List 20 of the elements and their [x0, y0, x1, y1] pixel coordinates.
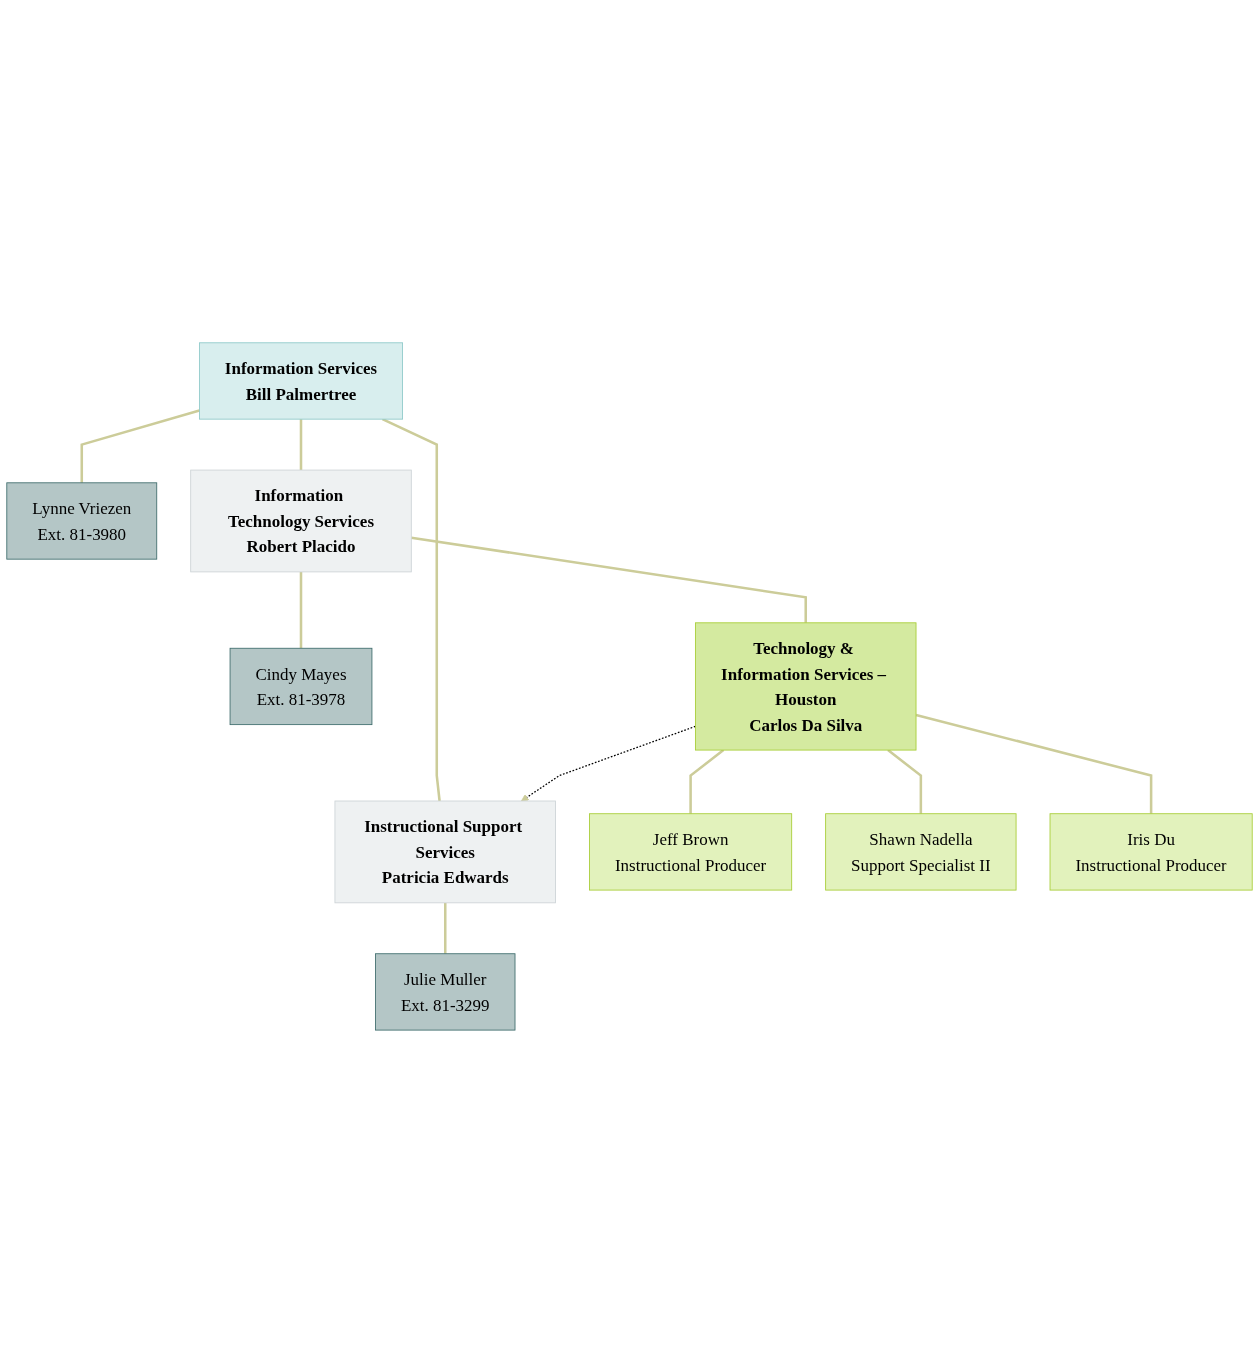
- connector: [299, 571, 303, 648]
- connector: [299, 418, 303, 470]
- connector: [411, 535, 807, 623]
- node-box: Iris Du Instructional Producer: [1049, 812, 1253, 891]
- node-box: Lynne Vriezen Ext. 81-3980: [6, 481, 158, 560]
- node-box: Cindy Mayes Ext. 81-3978: [229, 647, 373, 725]
- node-box: Information Services Bill Palmertree: [199, 341, 403, 420]
- connector: [915, 713, 1153, 814]
- node-box: Julie Muller Ext. 81-3299: [375, 952, 516, 1031]
- node-box: Jeff Brown Instructional Producer: [589, 812, 793, 891]
- node-box: Information Technology Services Robert Placido: [190, 469, 412, 572]
- node-box: Shawn Nadella Support Specialist II: [825, 812, 1017, 891]
- connector: [381, 417, 441, 801]
- connector: [887, 748, 923, 814]
- node-box: Technology & Information Services – Houston Carlos Da Silva: [695, 621, 917, 751]
- connector: [689, 748, 725, 814]
- connector: [443, 902, 447, 954]
- arrow: [521, 725, 697, 801]
- node-box: Instructional Support Services Patricia Edwards: [334, 800, 556, 903]
- connector: [80, 408, 200, 483]
